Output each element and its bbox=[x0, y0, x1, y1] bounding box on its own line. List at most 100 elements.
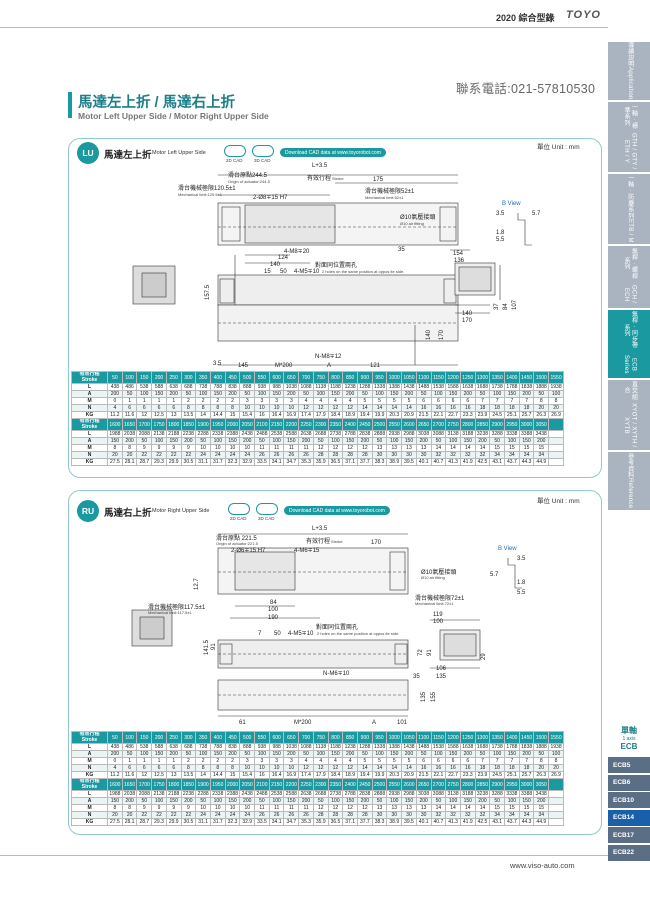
dim-mech-left: 滑台機械極限120.5±1 bbox=[178, 184, 236, 192]
table-cell: 688 bbox=[180, 743, 197, 751]
table-cell: 11.6 bbox=[121, 771, 138, 779]
table-cell: 850 bbox=[342, 731, 358, 744]
table-cell: 350 bbox=[195, 371, 211, 384]
tab-en[interactable]: GCH / ECH bbox=[623, 285, 637, 304]
section-ru-title: 馬達右上折 bbox=[104, 508, 152, 519]
cad-3d-label-ru[interactable]: 3D CAD bbox=[258, 516, 275, 521]
table-cell: 14 bbox=[459, 444, 476, 452]
ru-dim-stroke: 有效行程 bbox=[306, 537, 330, 545]
dim-121: 121 bbox=[370, 363, 381, 369]
tab-en[interactable]: Reference bbox=[626, 478, 633, 509]
sidebar-tab-application[interactable]: 導讀説明 Application bbox=[608, 42, 650, 100]
table-cell: 200 bbox=[151, 731, 167, 744]
stroke-label: 有效行程 bbox=[79, 731, 100, 737]
table-cell: 2338 bbox=[209, 790, 226, 798]
cad-3d-icon-ru[interactable] bbox=[256, 503, 278, 515]
cad-2d-label[interactable]: 2D CAD bbox=[226, 158, 243, 163]
cad-3d-icon[interactable] bbox=[252, 145, 274, 157]
table-cell: 34.7 bbox=[283, 818, 300, 826]
footer-url[interactable]: www.viso-auto.com bbox=[510, 861, 575, 870]
table-cell: 15 bbox=[504, 804, 520, 812]
table-cell: 1988 bbox=[107, 790, 123, 798]
tab-cn[interactable]: 參考資料 bbox=[626, 453, 633, 479]
tab-cn[interactable]: 一軸 · 標準系列 bbox=[623, 104, 637, 130]
table-cell: 200 bbox=[180, 797, 197, 805]
table-cell: 19.9 bbox=[371, 411, 388, 419]
table-cell: 32 bbox=[430, 451, 447, 459]
table-cell: 14 bbox=[371, 764, 388, 772]
table-cell: 30 bbox=[415, 451, 432, 459]
tab-en[interactable]: ETB / M bbox=[626, 219, 633, 243]
unit-label-ru: 單位 Unit : mm bbox=[537, 498, 580, 505]
table-cell: 10 bbox=[254, 764, 270, 772]
ru-dim-1415: 141.5 bbox=[204, 639, 210, 655]
tab-cn[interactable]: 無桿 · 同步帶系列 bbox=[623, 311, 637, 350]
tab-en[interactable]: ECB Series bbox=[623, 354, 637, 374]
sidebar-tab-standard[interactable]: 一軸 · 標準系列 GTH / GTY / ETH / Y bbox=[608, 102, 650, 172]
tab-cn[interactable]: 直交組合 bbox=[623, 380, 637, 400]
download-text[interactable]: Download CAD data at www.toyorobot.com bbox=[285, 149, 381, 156]
model-tab-ecb10[interactable]: ECB10 bbox=[608, 792, 650, 808]
table-cell: 5 bbox=[357, 757, 373, 765]
ru-dim-72: 72 bbox=[418, 649, 424, 656]
table-cell: 50 bbox=[474, 390, 491, 398]
model-tab-ecb5[interactable]: ECB5 bbox=[608, 757, 650, 773]
table-cell: 938 bbox=[254, 743, 270, 751]
table-cell: 100 bbox=[489, 390, 506, 398]
table-cell: 2188 bbox=[165, 790, 182, 798]
model-tab-ecb14[interactable]: ECB14 bbox=[608, 809, 650, 826]
table-cell: 150 bbox=[327, 750, 344, 758]
table-cell: 25.1 bbox=[504, 411, 520, 419]
table-cell: 15.4 bbox=[239, 411, 256, 419]
sidebar-tab-reference[interactable]: 參考資料 Reference bbox=[608, 452, 650, 510]
model-tab-ecb6[interactable]: ECB6 bbox=[608, 774, 650, 791]
table-cell: 3338 bbox=[504, 430, 520, 438]
table-cell: 1100 bbox=[415, 731, 432, 744]
cad-2d-icon[interactable] bbox=[224, 145, 246, 157]
sidebar-tab-dustproof[interactable]: 一軸 · 防塵系列 ETB / M bbox=[608, 174, 650, 244]
cad-download-link-ru[interactable]: Download CAD data at www.toyorobot.com bbox=[284, 506, 390, 515]
row-label: N bbox=[70, 404, 109, 412]
table-cell: 200 bbox=[518, 750, 535, 758]
stroke-label: 有效行程 bbox=[79, 778, 100, 784]
ru-dim-m6: 4-M6∓15 bbox=[294, 548, 320, 554]
table-cell: 538 bbox=[136, 743, 153, 751]
table-cell: 22.1 bbox=[430, 771, 447, 779]
table-cell: 28.7 bbox=[136, 458, 153, 466]
table-cell: 20 bbox=[548, 404, 564, 412]
table-cell: 12.5 bbox=[151, 771, 167, 779]
table-cell: 3 bbox=[283, 397, 300, 405]
table-cell: 1 bbox=[165, 757, 182, 765]
table-cell: 1100 bbox=[415, 371, 432, 384]
tab-en[interactable]: Application bbox=[626, 67, 633, 100]
cad-download-link[interactable]: Download CAD data at www.toyorobot.com bbox=[280, 148, 386, 157]
table-cell: 30 bbox=[401, 451, 417, 459]
table-cell: 2500 bbox=[371, 778, 388, 791]
cad-3d-label[interactable]: 3D CAD bbox=[254, 158, 271, 163]
tab-cn[interactable]: 導讀説明 bbox=[626, 42, 633, 68]
sidebar-tab-rodless-belt[interactable]: 無桿 · 同步帶系列 ECB Series bbox=[608, 310, 650, 378]
sidebar-tab-rodless-screw[interactable]: 無桿 · 螺桿系列 GCH / ECH bbox=[608, 246, 650, 308]
cad-2d-icon-ru[interactable] bbox=[228, 503, 250, 515]
table-cell: 3238 bbox=[474, 790, 491, 798]
row-label: A bbox=[70, 390, 109, 398]
tab-en[interactable]: GTH / GTY / ETH / Y bbox=[623, 133, 637, 170]
dim-35b: 3.5 bbox=[213, 361, 222, 367]
sidebar-tab-cartesian[interactable]: 直交組合 XYOT / XYTH / XYTB bbox=[608, 380, 650, 450]
table-cell: 200 bbox=[283, 390, 300, 398]
table-cell: 30 bbox=[386, 811, 403, 819]
table-cell: 100 bbox=[254, 750, 270, 758]
table-cell: 9 bbox=[165, 804, 182, 812]
stroke-label-en: Stroke bbox=[81, 736, 98, 743]
cad-2d-label-ru[interactable]: 2D CAD bbox=[230, 516, 247, 521]
download-text-ru[interactable]: Download CAD data at www.toyorobot.com bbox=[289, 507, 385, 514]
model-tab-ecb17[interactable]: ECB17 bbox=[608, 827, 650, 843]
ru-dim-stroke-en: Stroke bbox=[331, 539, 343, 544]
table-cell: 588 bbox=[151, 743, 167, 751]
tab-cn[interactable]: 無桿 · 螺桿系列 bbox=[623, 247, 637, 280]
tab-en[interactable]: XYOT / XYTH / XYTB bbox=[623, 402, 637, 448]
table-cell: 6 bbox=[445, 757, 461, 765]
tab-cn[interactable]: 一軸 · 防塵系列 bbox=[626, 175, 633, 220]
model-tab-ecb22[interactable]: ECB22 bbox=[608, 844, 650, 861]
